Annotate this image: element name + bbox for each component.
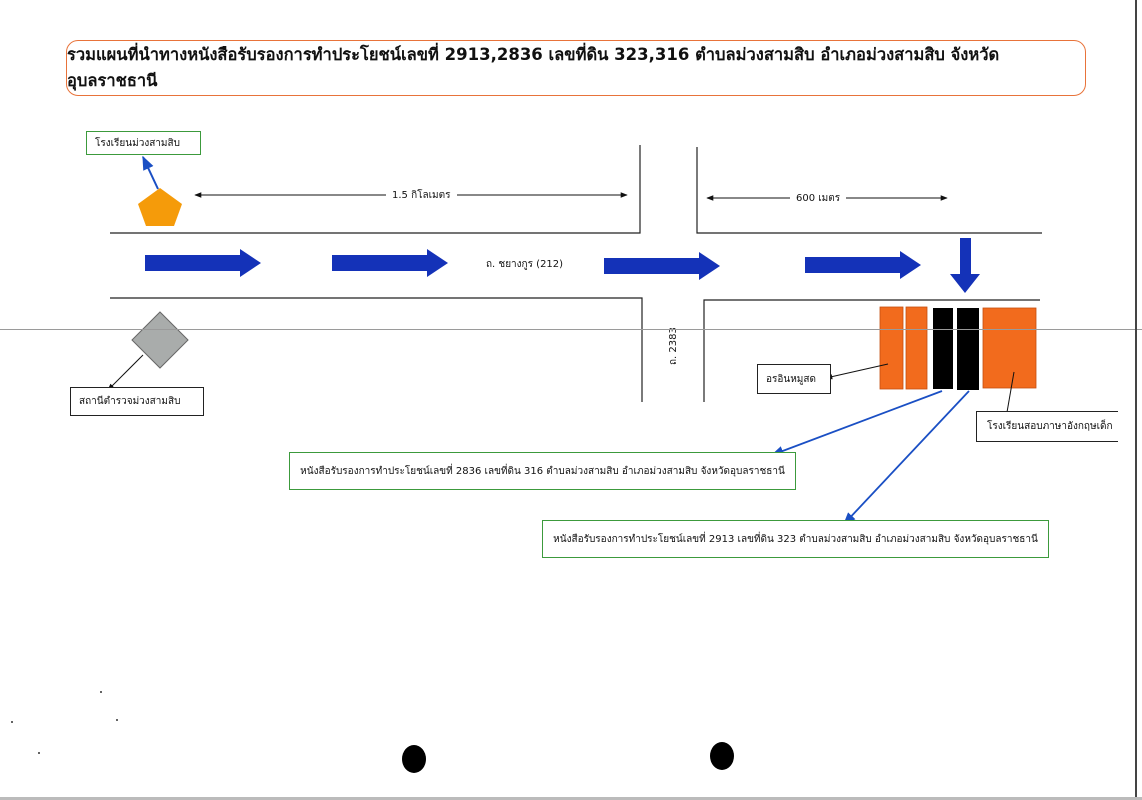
scan-artifact-line — [0, 329, 1142, 330]
main-road-label: ถ. ชยางกูร (212) — [486, 259, 564, 270]
police-station-label-box: สถานีตำรวจม่วงสามสิบ — [70, 387, 204, 416]
scan-speck — [100, 691, 102, 693]
parcel-2913-leader-line — [843, 390, 970, 525]
main-road-top-edge-left — [110, 145, 641, 234]
scan-speck — [116, 719, 118, 721]
school-leader-line — [142, 155, 159, 190]
parcel-2913-label-box: หนังสือรับรองการทำประโยชน์เลขที่ 2913 เล… — [542, 520, 1049, 558]
english-school-leader-line — [1004, 371, 1015, 419]
map-title-box: รวมแผนที่นำทางหนังสือรับรองการทำประโยชน์… — [66, 40, 1086, 96]
distance-label-600m: 600 เมตร — [790, 191, 847, 206]
school-label: โรงเรียนม่วงสามสิบ — [95, 137, 180, 149]
punch-hole-right — [710, 742, 734, 770]
parcel-2913 — [957, 308, 979, 390]
page-edge-bottom — [0, 797, 1142, 800]
map-title: รวมแผนที่นำทางหนังสือรับรองการทำประโยชน์… — [67, 45, 1000, 90]
route-arrow-down — [950, 238, 980, 293]
school-marker-icon — [138, 188, 182, 226]
parcel-2836-leader-line — [770, 390, 943, 456]
pork-shop-leader-line — [825, 363, 889, 380]
road-edges — [110, 145, 1042, 402]
page-edge-right — [1135, 0, 1137, 800]
parcel-2836 — [933, 308, 953, 389]
punch-hole-left — [402, 745, 426, 773]
route-arrow-4 — [805, 251, 921, 279]
police-leader-line — [107, 354, 144, 391]
scan-speck — [11, 721, 13, 723]
cross-road-label: ถ. 2383 — [668, 327, 679, 365]
scan-speck — [38, 752, 40, 754]
route-arrow-2 — [332, 249, 448, 277]
pork-shop-label-box: อรอินหมูสด — [757, 364, 831, 394]
building-pork-shop-1 — [879, 306, 904, 390]
main-road-top-edge-right — [696, 147, 1042, 234]
police-station-marker-icon — [131, 311, 189, 369]
route-arrow-1 — [145, 249, 261, 277]
school-label-box: โรงเรียนม่วงสามสิบ — [86, 131, 201, 155]
building-pork-shop-2 — [905, 306, 928, 390]
distance-label-1-5km: 1.5 กิโลเมตร — [386, 188, 457, 203]
english-school-label-box: โรงเรียนสอบภาษาอังกฤษเด็ก — [976, 411, 1118, 442]
building-english-school — [982, 307, 1037, 389]
main-road-bottom-edge-right — [703, 299, 1040, 402]
pork-shop-label: อรอินหมูสด — [766, 373, 816, 385]
parcel-2836-label-box: หนังสือรับรองการทำประโยชน์เลขที่ 2836 เล… — [289, 452, 796, 490]
english-school-label: โรงเรียนสอบภาษาอังกฤษเด็ก — [987, 421, 1113, 432]
route-arrow-3 — [604, 252, 720, 280]
police-station-label: สถานีตำรวจม่วงสามสิบ — [79, 396, 181, 407]
parcel-2836-label: หนังสือรับรองการทำประโยชน์เลขที่ 2836 เล… — [300, 465, 785, 477]
parcel-2913-label: หนังสือรับรองการทำประโยชน์เลขที่ 2913 เล… — [553, 533, 1038, 545]
route-arrows — [145, 238, 980, 293]
main-road-bottom-edge-left — [110, 297, 643, 402]
